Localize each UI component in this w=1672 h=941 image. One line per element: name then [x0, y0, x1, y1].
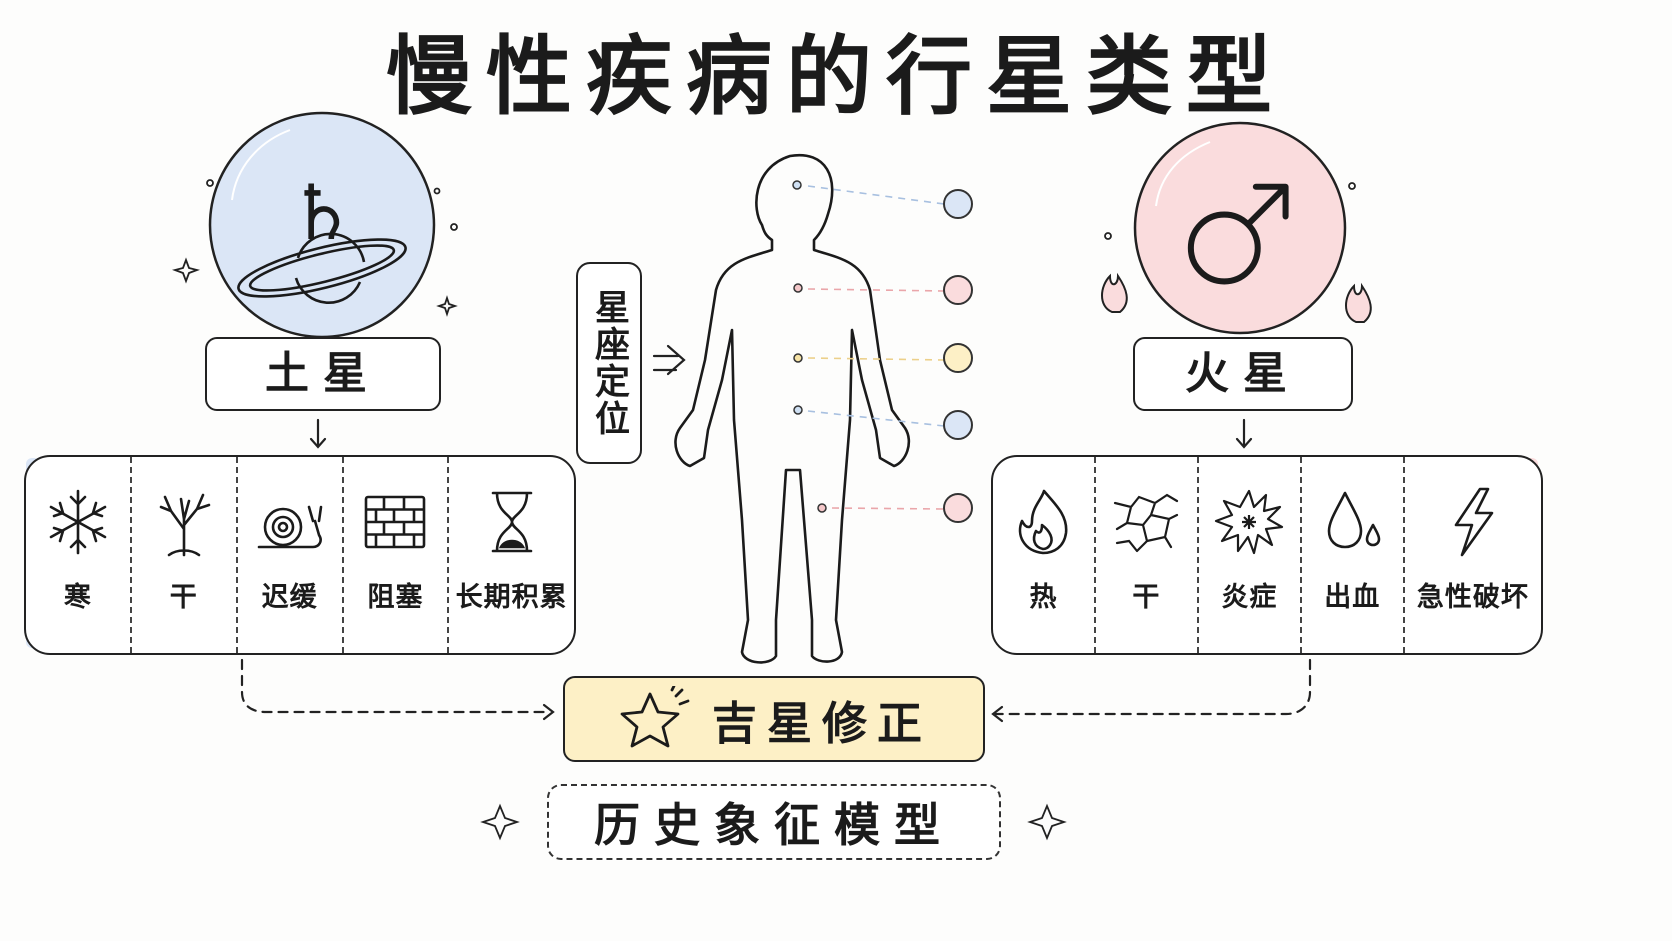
abdomen-leader: [807, 357, 945, 361]
flame-icon: [1019, 489, 1068, 555]
zodiac-localization-box: 星座定位: [576, 262, 642, 464]
trait-cold: 寒: [26, 457, 130, 653]
head-marker: [792, 180, 802, 190]
sparkles: [171, 179, 1356, 841]
snail-icon: [257, 505, 322, 549]
body-markers: [792, 180, 827, 513]
zodiac-arrow: [652, 344, 686, 376]
star-icon: [620, 686, 690, 748]
mars-name-box: 火星: [1133, 337, 1353, 411]
abdomen-marker: [793, 353, 803, 363]
thigh-leader: [831, 507, 945, 510]
trait-acute-damage: 急性破坏: [1402, 457, 1541, 653]
hourglass-icon: [491, 491, 532, 553]
saturn-down-arrow: [309, 418, 327, 449]
saturn-planet-drawing: [237, 232, 407, 304]
pelvis-marker: [793, 405, 803, 415]
saturn-name-box: 土星: [205, 337, 441, 411]
pelvis-leader: [807, 410, 945, 427]
head-target: [943, 189, 973, 219]
benefic-correction-box: 吉星修正: [563, 676, 985, 762]
trait-obstruction: 阻塞: [341, 457, 448, 653]
trait-dry-mars: 干: [1093, 457, 1197, 653]
blood-drop-icon: [1327, 491, 1381, 549]
mars-flame-decor: [1101, 272, 1372, 323]
head-leader: [807, 185, 945, 205]
trait-chronic: 长期积累: [447, 457, 574, 653]
pelvis-target: [943, 410, 973, 440]
human-figure: [674, 153, 911, 664]
lightning-icon: [1454, 487, 1494, 557]
mars-to-benefic-arrow: [994, 658, 1312, 716]
saturn-traits-panel: 寒 干 迟缓: [24, 455, 576, 655]
bare-tree-icon: [159, 493, 211, 557]
mars-traits-panel: 热 干 炎症: [991, 455, 1543, 655]
thigh-target: [943, 493, 973, 523]
burst-icon: [1215, 489, 1284, 555]
trait-slow: 迟缓: [235, 457, 342, 653]
trait-dry: 干: [129, 457, 236, 653]
mars-down-arrow: [1235, 418, 1253, 449]
mars-globe: [1133, 121, 1347, 335]
trait-bleeding: 出血: [1299, 457, 1403, 653]
chest-target: [943, 275, 973, 305]
abdomen-target: [943, 343, 973, 373]
saturn-to-benefic-arrow: [240, 658, 552, 714]
trait-heat: 热: [993, 457, 1094, 653]
chest-marker: [793, 283, 803, 293]
chest-leader: [807, 288, 945, 292]
benefic-label: 吉星修正: [711, 696, 932, 750]
brick-wall-icon: [365, 495, 426, 549]
thigh-marker: [817, 503, 827, 513]
snowflake-icon: [49, 489, 107, 555]
mars-symbol-icon: [1187, 183, 1289, 285]
historical-model-box: 历史象征模型: [547, 784, 1001, 860]
trait-inflammation: 炎症: [1196, 457, 1300, 653]
saturn-symbol-icon: ♄: [287, 168, 357, 257]
page-title: 慢性疾病的行星类型: [386, 27, 1286, 127]
cracked-earth-icon: [1114, 493, 1179, 553]
